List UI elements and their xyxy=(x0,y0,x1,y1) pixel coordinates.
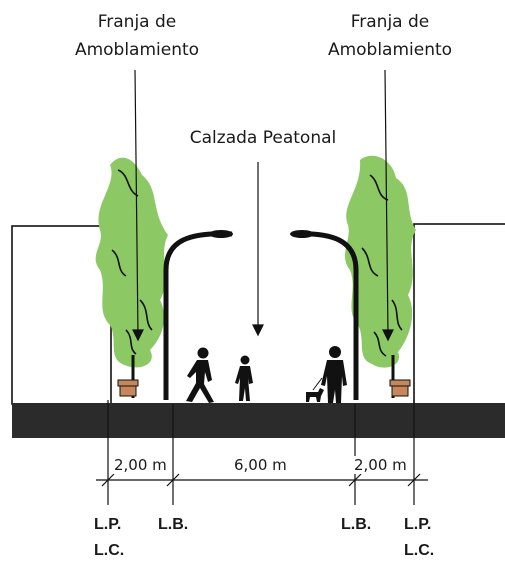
left-bench xyxy=(117,379,139,397)
dimension-lines xyxy=(96,400,428,505)
left-zone-label-line1: Franja de xyxy=(97,12,177,32)
right-dimension-label: 2,00 m xyxy=(352,456,409,474)
center-zone-label: Calzada Peatonal xyxy=(189,128,337,148)
left-lp-label: L.P. xyxy=(94,516,122,533)
left-dimension-label: 2,00 m xyxy=(112,456,169,474)
right-tree xyxy=(345,155,416,398)
dog-silhouette xyxy=(306,377,324,402)
person-with-dog-silhouette xyxy=(321,346,347,403)
left-zone-label-line2: Amoblamiento xyxy=(74,40,200,60)
walking-man-silhouette xyxy=(186,347,214,403)
right-zone-label: Franja de Amoblamiento xyxy=(305,8,475,64)
center-dimension-label: 6,00 m xyxy=(232,456,289,474)
child-silhouette xyxy=(235,355,253,401)
right-zone-label-line2: Amoblamiento xyxy=(327,40,453,60)
right-lc-label: L.C. xyxy=(404,542,435,559)
right-bench xyxy=(389,379,411,397)
zone-leader-lines xyxy=(132,69,394,342)
right-property-line-labels: L.P. L.C. xyxy=(404,512,434,564)
right-building xyxy=(413,223,505,405)
right-streetlamp xyxy=(290,230,359,400)
left-streetlamp xyxy=(163,230,233,400)
left-tree xyxy=(95,157,168,398)
left-property-line-labels: L.P. L.C. xyxy=(94,512,124,564)
left-building xyxy=(11,225,112,405)
right-lb-label: L.B. xyxy=(341,516,372,533)
ground-section xyxy=(12,403,505,438)
right-lp-label: L.P. xyxy=(404,516,432,533)
left-zone-label: Franja de Amoblamiento xyxy=(52,8,222,64)
right-zone-label-line1: Franja de xyxy=(350,12,430,32)
left-lb-label: L.B. xyxy=(158,516,189,533)
left-lc-label: L.C. xyxy=(94,542,125,559)
